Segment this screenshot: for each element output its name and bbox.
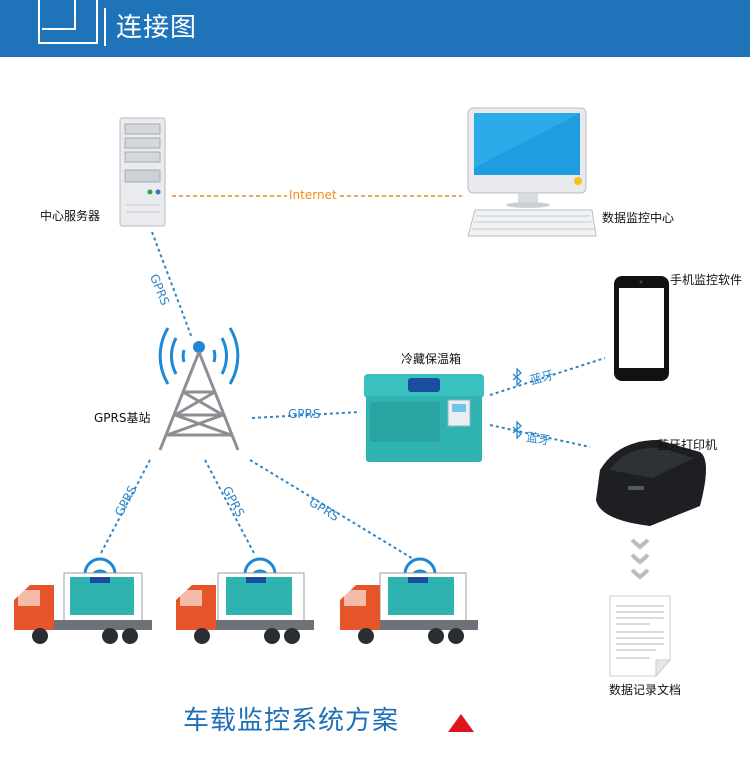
server-label: 中心服务器 <box>40 209 101 223</box>
document-icon <box>609 595 672 678</box>
monitor-icon <box>467 107 587 208</box>
internet-link-label: Internet <box>287 188 339 202</box>
server-icon <box>119 117 166 227</box>
header-logo-icon <box>38 0 98 44</box>
truck-icon-2 <box>176 557 314 644</box>
cold-box-icon <box>364 374 484 462</box>
bluetooth-icon-2 <box>512 420 522 440</box>
truck-icon-1 <box>14 557 152 644</box>
truck-icon-3 <box>340 557 478 644</box>
footer-title: 车载监控系统方案 <box>183 706 400 736</box>
chevron-down-icon <box>630 538 650 580</box>
mobile-app-label: 手机监控软件 <box>670 273 743 287</box>
printer-icon <box>596 440 706 526</box>
triangle-up-icon <box>448 714 474 732</box>
monitor-center-label: 数据监控中心 <box>602 211 675 225</box>
bluetooth-printer-link-line <box>489 424 591 448</box>
bluetooth-phone-link-line <box>489 357 606 396</box>
bluetooth-icon-1 <box>512 367 522 387</box>
header-divider <box>104 8 106 46</box>
gprs-box-link-line <box>251 411 361 419</box>
cold-box-label: 冷藏保温箱 <box>401 352 462 366</box>
phone-icon <box>614 276 669 381</box>
page-title: 连接图 <box>116 13 198 43</box>
gprs-truck3-link-line <box>249 459 416 561</box>
gprs-tower-icon <box>158 327 240 451</box>
data-doc-label: 数据记录文档 <box>609 683 682 697</box>
keyboard-icon <box>467 209 597 237</box>
header-bar: 连接图 <box>0 0 750 57</box>
gprs-station-label: GPRS基站 <box>94 411 151 425</box>
gprs-box-link-label: GPRS <box>288 407 321 421</box>
gprs-server-link-line <box>151 231 193 339</box>
printer-label: 蓝牙打印机 <box>657 438 718 452</box>
